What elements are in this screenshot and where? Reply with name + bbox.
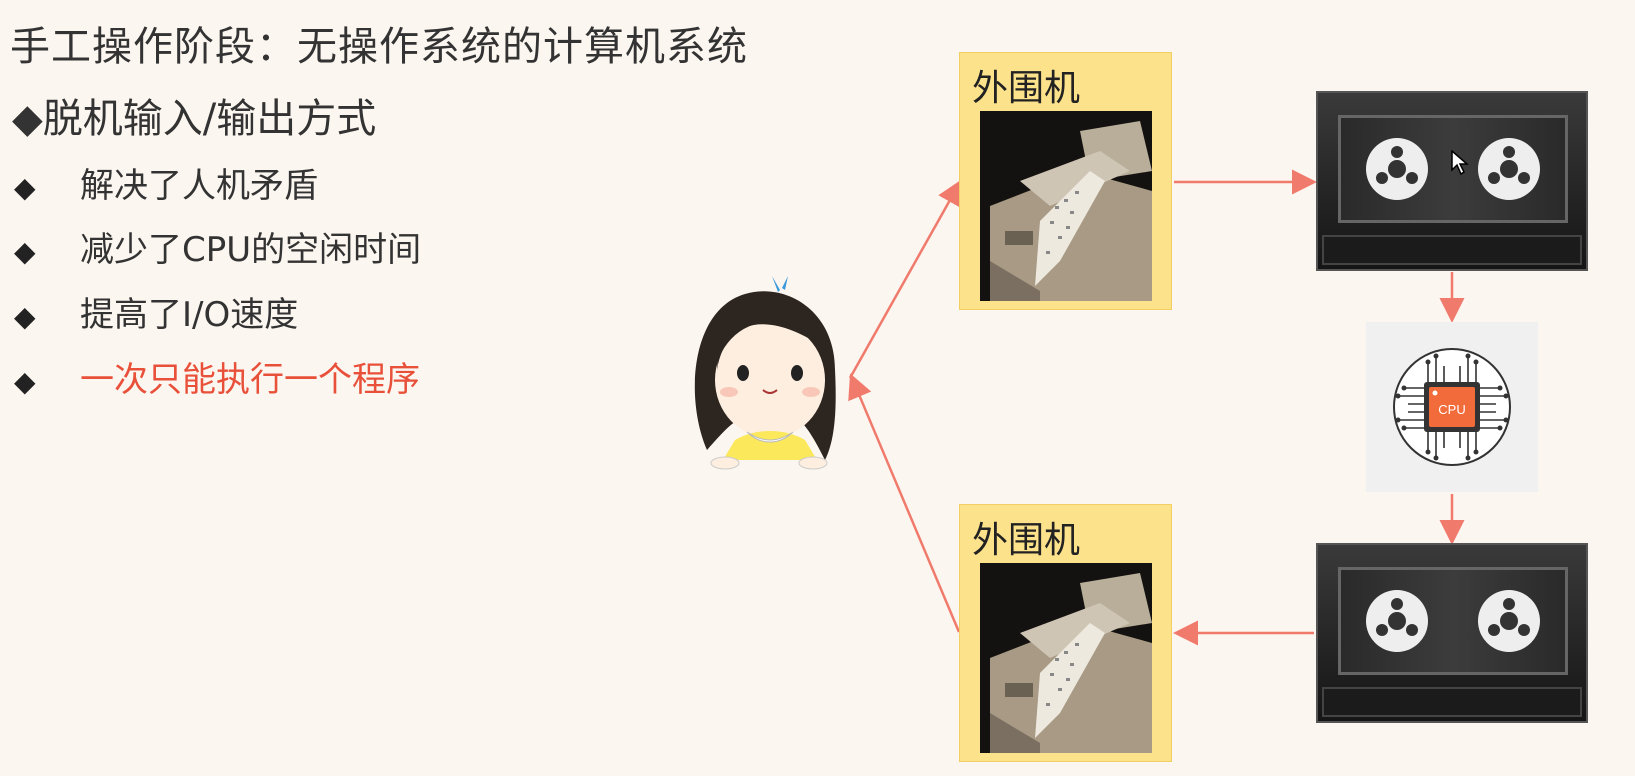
mouse-cursor-icon [1451,150,1469,176]
slide-title: 手工操作阶段：无操作系统的计算机系统 [10,24,748,70]
peripheral-label: 外围机 [972,68,1081,109]
arrow-peripheral-to-girl [848,373,961,633]
bullet-text: 减少了CPU的空闲时间 [80,230,422,270]
bullet-item: ◆ 提高了I/O速度 [14,287,298,335]
diamond-bullet-icon: ◆ [14,235,36,268]
peripheral-machine-top: 外围机 [959,52,1172,310]
peripheral-machine-bottom: 外围机 [959,504,1172,762]
punch-card-machine-icon [980,563,1152,753]
bullet-item: ◆ 减少了CPU的空闲时间 [14,222,421,270]
bullet-text: 提高了I/O速度 [80,295,299,335]
girl-avatar-icon [694,276,836,470]
bullet-text: 解决了人机矛盾 [80,166,318,206]
arrow-girl-to-peripheral [848,179,962,379]
tape-drive-top-icon [1316,91,1588,271]
cpu-chip-box: CPU [1366,322,1538,492]
diamond-bullet-icon: ◆ [14,300,36,333]
peripheral-label: 外围机 [972,520,1081,561]
bullet-text: 一次只能执行一个程序 [80,360,420,400]
bullet-item: ◆ 解决了人机矛盾 [14,158,318,206]
bullet-item-highlight: ◆ 一次只能执行一个程序 [14,352,420,400]
diamond-bullet-icon: ◆ [14,365,36,398]
punch-card-machine-icon [980,111,1152,301]
diamond-bullet-icon: ◆ [14,171,36,204]
cpu-chip-icon: CPU [1393,348,1511,466]
tape-drive-bottom-icon [1316,543,1588,723]
cpu-label: CPU [1438,402,1465,417]
slide-subtitle: ◆脱机输入/输出方式 [12,96,377,142]
